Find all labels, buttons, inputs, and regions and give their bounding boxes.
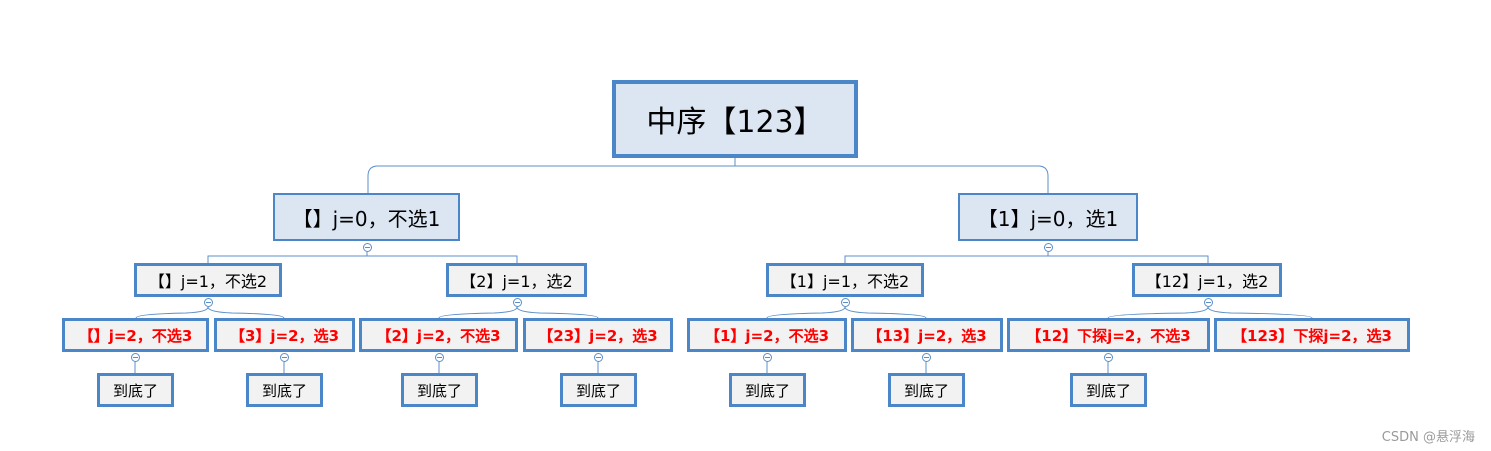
node-l3-empty-not-select-3[interactable]: 【】j=2，不选3 xyxy=(62,318,209,352)
leaf-node[interactable]: 到底了 xyxy=(401,373,478,407)
watermark: CSDN @悬浮海 xyxy=(1381,430,1475,445)
root-node[interactable]: 中序【123】 xyxy=(612,80,858,158)
leaf-node[interactable]: 到底了 xyxy=(1070,373,1147,407)
leaf-node[interactable]: 到底了 xyxy=(560,373,637,407)
tree-connector xyxy=(844,252,1209,263)
node-l3-2-not-select-3[interactable]: 【2】j=2，不选3 xyxy=(359,318,518,352)
node-l2-12-select-2[interactable]: 【12】j=1，选2 xyxy=(1132,263,1282,297)
collapse-icon[interactable] xyxy=(1044,243,1053,252)
leaf-node[interactable]: 到底了 xyxy=(246,373,323,407)
collapse-icon[interactable] xyxy=(1204,298,1213,307)
node-l3-123-select-3[interactable]: 【123】下探j=2，选3 xyxy=(1214,318,1410,352)
tree-connector xyxy=(1107,306,1313,319)
tree-connector xyxy=(207,252,518,263)
tree-connector xyxy=(766,306,927,319)
leaf-node[interactable]: 到底了 xyxy=(888,373,965,407)
node-l1-not-select-1[interactable]: 【】j=0，不选1 xyxy=(273,193,460,241)
collapse-icon[interactable] xyxy=(131,353,140,362)
node-l2-2-select-2[interactable]: 【2】j=1，选2 xyxy=(446,263,587,297)
node-l3-23-select-3[interactable]: 【23】j=2，选3 xyxy=(523,318,673,352)
tree-connector xyxy=(438,306,599,319)
collapse-icon[interactable] xyxy=(763,353,772,362)
node-l2-empty-not-select-2[interactable]: 【】j=1，不选2 xyxy=(134,263,282,297)
collapse-icon[interactable] xyxy=(922,353,931,362)
node-l3-12-not-select-3[interactable]: 【12】下探j=2，不选3 xyxy=(1007,318,1210,352)
tree-connector xyxy=(367,158,1049,193)
collapse-icon[interactable] xyxy=(513,298,522,307)
collapse-icon[interactable] xyxy=(594,353,603,362)
leaf-node[interactable]: 到底了 xyxy=(97,373,174,407)
collapse-icon[interactable] xyxy=(204,298,213,307)
node-l3-3-select-3[interactable]: 【3】j=2，选3 xyxy=(214,318,355,352)
collapse-icon[interactable] xyxy=(435,353,444,362)
collapse-icon[interactable] xyxy=(280,353,289,362)
collapse-icon[interactable] xyxy=(841,298,850,307)
node-l1-select-1[interactable]: 【1】j=0，选1 xyxy=(958,193,1138,241)
node-l2-1-not-select-2[interactable]: 【1】j=1，不选2 xyxy=(766,263,924,297)
collapse-icon[interactable] xyxy=(363,243,372,252)
tree-connector xyxy=(135,306,285,319)
leaf-node[interactable]: 到底了 xyxy=(729,373,806,407)
collapse-icon[interactable] xyxy=(1104,353,1113,362)
node-l3-13-select-3[interactable]: 【13】j=2，选3 xyxy=(851,318,1003,352)
node-l3-1-not-select-3[interactable]: 【1】j=2，不选3 xyxy=(687,318,847,352)
